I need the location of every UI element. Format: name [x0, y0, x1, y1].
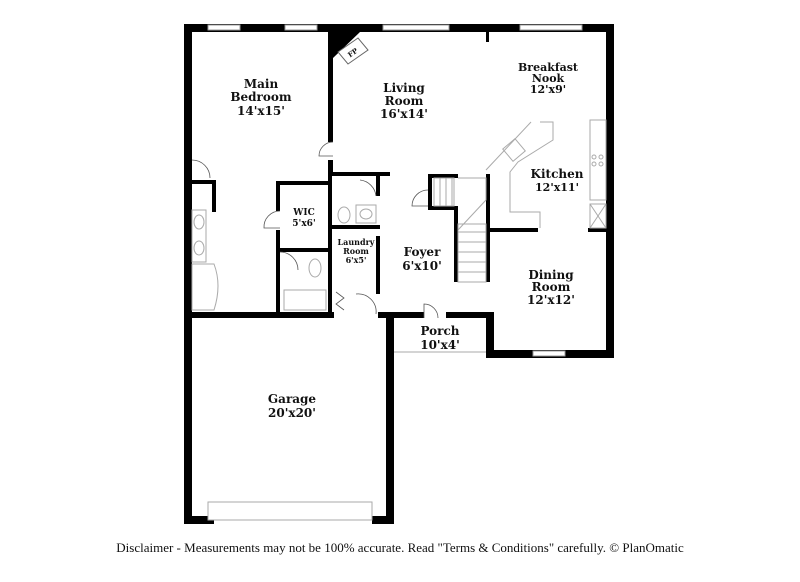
- bath-fixtures: [191, 204, 377, 311]
- room-dining-room: Dining Room 12'x12': [527, 268, 575, 307]
- svg-text:Main: Main: [244, 77, 279, 91]
- room-porch: Porch 10'x4': [420, 324, 460, 352]
- room-wic: WIC 5'x6': [292, 208, 315, 229]
- room-living-room: Living Room 16'x14': [380, 81, 428, 121]
- svg-text:Porch: Porch: [420, 324, 459, 338]
- svg-text:WIC: WIC: [292, 208, 314, 218]
- svg-text:Room: Room: [343, 246, 369, 256]
- interior-walls: [192, 24, 606, 312]
- fireplace: FP: [337, 37, 369, 65]
- windows: [207, 24, 583, 521]
- room-labels: Main Bedroom 14'x15' Living Room 16'x14'…: [230, 61, 583, 420]
- svg-text:Laundry: Laundry: [338, 237, 375, 247]
- svg-text:Breakfast: Breakfast: [518, 61, 579, 74]
- room-breakfast-nook: Breakfast Nook 12'x9': [518, 61, 579, 96]
- svg-text:Room: Room: [532, 280, 571, 294]
- stairs: [433, 177, 487, 283]
- disclaimer-text: Disclaimer - Measurements may not be 100…: [116, 540, 684, 555]
- svg-text:Nook: Nook: [532, 72, 565, 85]
- svg-text:6'x10': 6'x10': [402, 259, 442, 273]
- svg-text:6'x5': 6'x5': [346, 255, 367, 265]
- room-kitchen: Kitchen 12'x11': [531, 167, 584, 194]
- svg-text:Garage: Garage: [268, 392, 317, 406]
- svg-text:Dining: Dining: [528, 268, 574, 282]
- svg-text:Foyer: Foyer: [404, 245, 441, 259]
- room-main-bedroom: Main Bedroom 14'x15': [230, 77, 291, 118]
- doors: [191, 141, 439, 319]
- fixtures: FP: [191, 37, 607, 311]
- room-foyer: Foyer 6'x10': [402, 245, 442, 273]
- kitchen-counter: [485, 119, 607, 229]
- svg-text:Room: Room: [385, 94, 424, 108]
- svg-text:Living: Living: [383, 81, 425, 95]
- svg-text:12'x9': 12'x9': [530, 83, 566, 96]
- room-laundry-room: Laundry Room 6'x5': [338, 237, 375, 265]
- svg-text:5'x6': 5'x6': [292, 219, 315, 229]
- room-garage: Garage 20'x20': [268, 392, 317, 420]
- svg-text:10'x4': 10'x4': [420, 338, 460, 352]
- svg-text:20'x20': 20'x20': [268, 406, 316, 420]
- svg-text:Bedroom: Bedroom: [230, 90, 291, 104]
- svg-text:Kitchen: Kitchen: [531, 167, 584, 181]
- svg-text:16'x14': 16'x14': [380, 107, 428, 121]
- svg-text:14'x15': 14'x15': [237, 104, 285, 118]
- svg-text:12'x12': 12'x12': [527, 293, 575, 307]
- svg-text:12'x11': 12'x11': [535, 181, 579, 194]
